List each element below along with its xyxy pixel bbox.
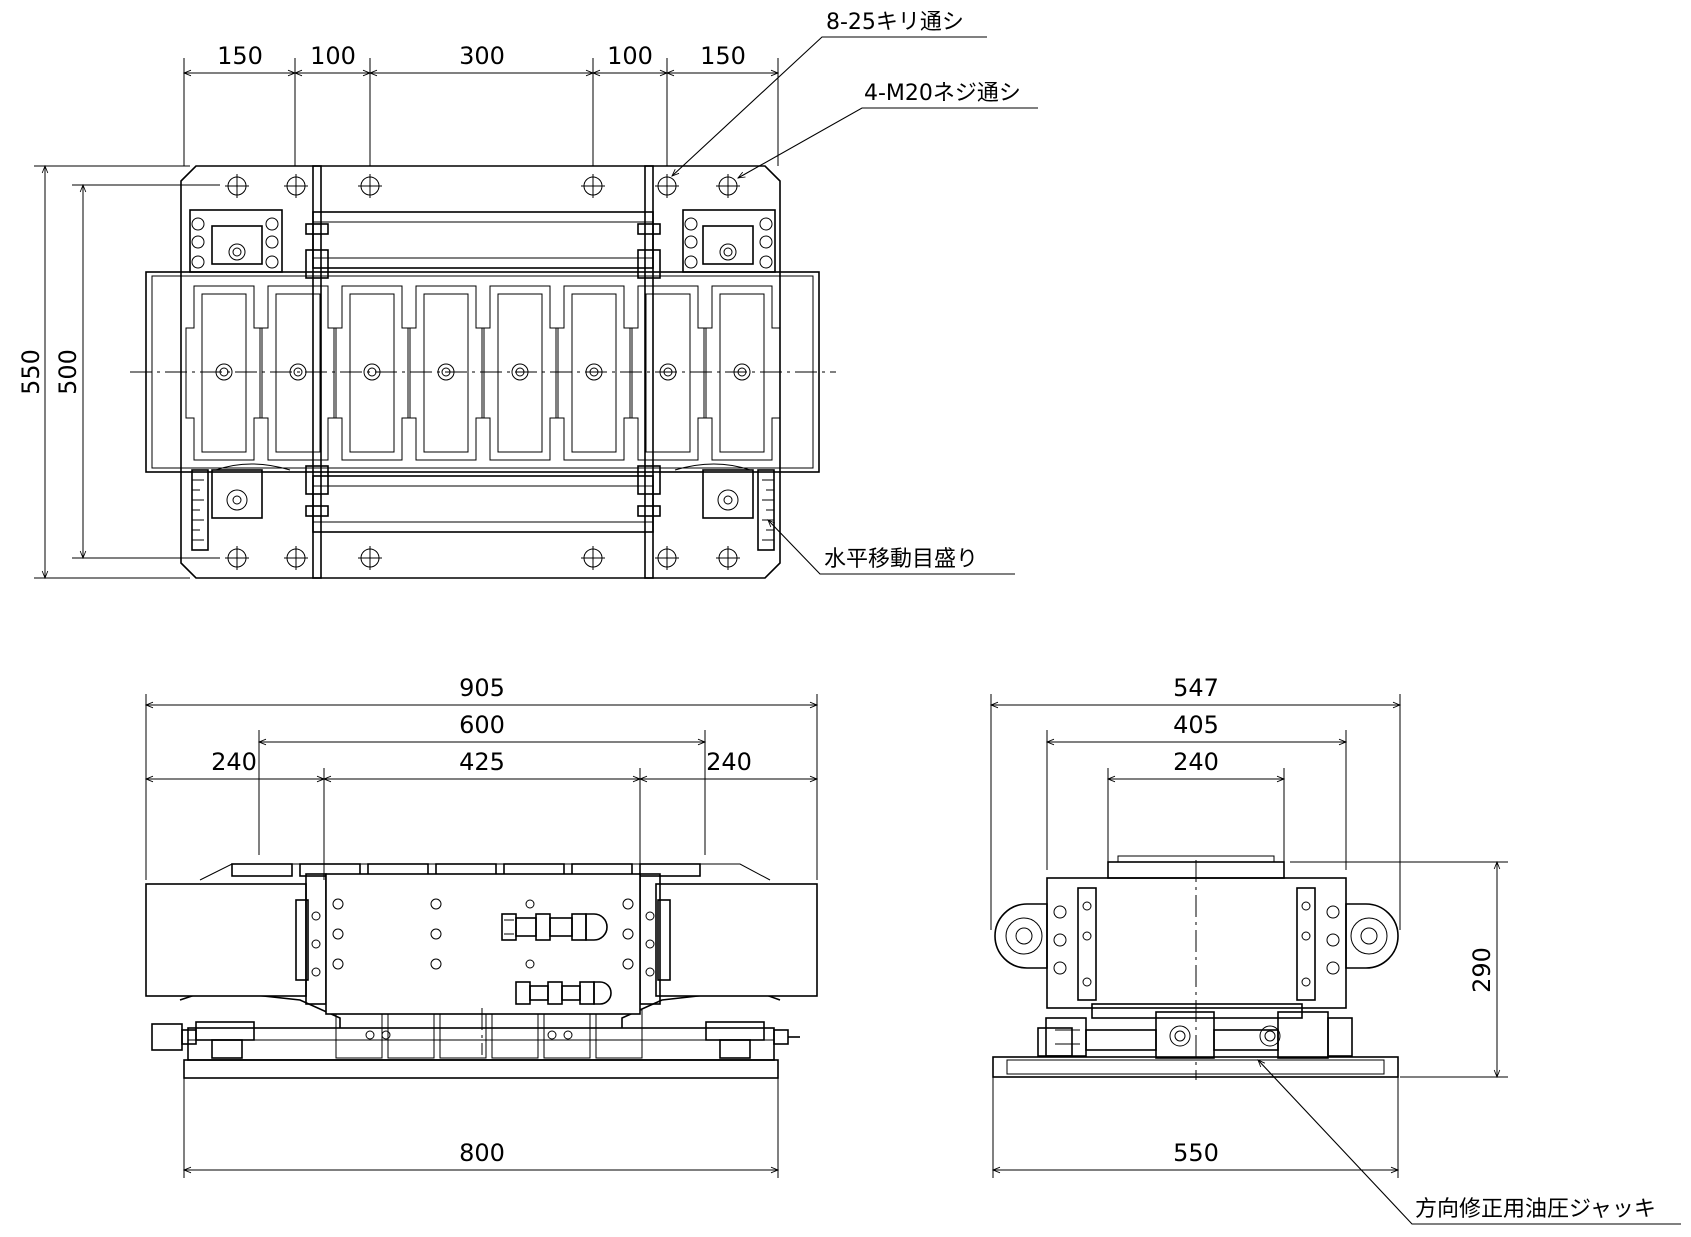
plan-dim-3: 300 bbox=[459, 42, 505, 70]
side-lower-carriage bbox=[1037, 1011, 1353, 1059]
side-dim-base: 550 bbox=[1173, 1139, 1219, 1167]
front-side-coupling-left bbox=[151, 1023, 197, 1051]
front-dim-overall: 905 bbox=[459, 674, 505, 702]
plan-upper-rail bbox=[312, 211, 654, 269]
plan-dim-5: 150 bbox=[700, 42, 746, 70]
side-dim-overall: 547 bbox=[1173, 674, 1219, 702]
front-dimension-lines bbox=[144, 701, 819, 1174]
plan-roller-pads bbox=[185, 285, 781, 461]
side-dimension-lines bbox=[989, 701, 1501, 1174]
plan-corner-bracket-right bbox=[682, 209, 776, 273]
front-dim-left: 240 bbox=[211, 748, 257, 776]
side-dim-height: 290 bbox=[1468, 947, 1496, 993]
front-dim-middle: 425 bbox=[459, 748, 505, 776]
note-tapped-holes: 4-M20ネジ通シ bbox=[864, 81, 1021, 106]
plan-dim-2: 100 bbox=[310, 42, 356, 70]
plan-height-outer: 550 bbox=[17, 349, 45, 395]
front-side-coupling-right bbox=[773, 1029, 800, 1045]
front-rollers bbox=[335, 1009, 643, 1059]
front-hydraulic-coupler-lower bbox=[515, 981, 612, 1005]
plan-view: 150 100 300 100 150 550 500 bbox=[17, 10, 1038, 580]
side-lifting-lug-right bbox=[1326, 903, 1399, 975]
front-right-block bbox=[655, 883, 818, 997]
front-base-plate bbox=[183, 1059, 779, 1079]
leader-tapped-holes bbox=[737, 107, 1038, 179]
plan-corner-bracket-left bbox=[189, 209, 283, 273]
front-left-block bbox=[145, 883, 307, 997]
side-dim-middle: 405 bbox=[1173, 711, 1219, 739]
front-dim-right: 240 bbox=[706, 748, 752, 776]
leader-horizontal-scale bbox=[767, 519, 1015, 575]
horizontal-scale-left bbox=[191, 469, 209, 551]
plan-dim-4: 100 bbox=[607, 42, 653, 70]
note-drill-holes: 8-25キリ通シ bbox=[826, 10, 964, 35]
front-hydraulic-coupler-upper bbox=[501, 913, 608, 941]
horizontal-scale-right bbox=[757, 469, 775, 551]
note-horizontal-scale: 水平移動目盛り bbox=[824, 547, 978, 572]
front-view: 905 600 240 425 240 800 bbox=[144, 674, 819, 1178]
front-center-bolts bbox=[332, 898, 634, 970]
leader-correction-jack bbox=[1257, 1059, 1681, 1225]
front-center-body bbox=[325, 873, 641, 1015]
leader-drill-holes bbox=[671, 36, 987, 177]
side-lifting-lug-left bbox=[994, 903, 1067, 975]
front-dim-base: 800 bbox=[459, 1139, 505, 1167]
plan-height-inner: 500 bbox=[54, 349, 82, 395]
plan-dim-1: 150 bbox=[217, 42, 263, 70]
side-view: 547 405 240 550 290 bbox=[989, 674, 1681, 1225]
plan-base-plate bbox=[180, 165, 781, 579]
side-dim-inner: 240 bbox=[1173, 748, 1219, 776]
front-dim-span: 600 bbox=[459, 711, 505, 739]
plan-holes bbox=[225, 174, 740, 570]
plan-lower-rail bbox=[312, 475, 654, 533]
note-correction-jack: 方向修正用油圧ジャッキ bbox=[1415, 1197, 1656, 1222]
